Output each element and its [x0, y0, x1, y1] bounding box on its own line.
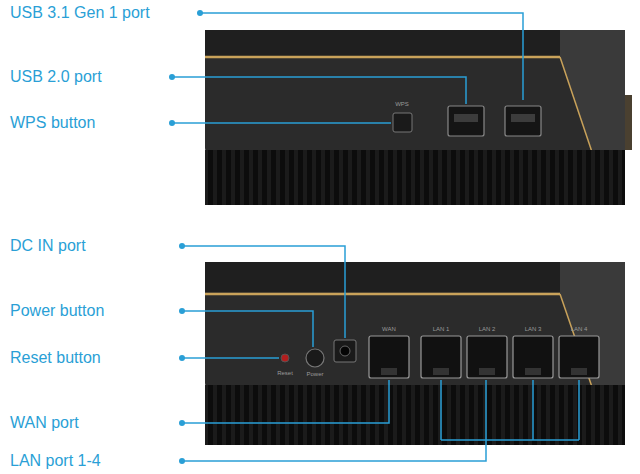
- callout-label: WPS button: [10, 114, 95, 132]
- cooling-fins: [205, 150, 625, 205]
- leader-dot: [179, 458, 185, 464]
- usb-port: [505, 106, 541, 136]
- wan-port: [369, 336, 409, 378]
- leader-dot: [179, 420, 185, 426]
- device-marking: WAN: [382, 326, 396, 333]
- port-clip: [433, 368, 449, 375]
- device-marking: WPS: [395, 101, 409, 108]
- callout-label: Power button: [10, 302, 104, 320]
- lan-port: [513, 336, 553, 378]
- lan-port: [467, 336, 507, 378]
- router-top-face: [205, 262, 565, 292]
- leader-lines: [172, 13, 579, 461]
- gold-stripe: [560, 57, 592, 152]
- callout-label: Reset button: [10, 349, 101, 367]
- callout-label: DC IN port: [10, 237, 86, 255]
- router-top-face: [205, 30, 565, 56]
- leader-dots: [169, 10, 203, 464]
- device-marking: Power: [306, 371, 323, 378]
- power-button: [306, 349, 324, 367]
- leader-line: [200, 13, 523, 100]
- usb-port: [448, 106, 484, 136]
- gold-stripe: [205, 293, 560, 296]
- device-marking: LAN 1: [433, 326, 450, 333]
- port-clip: [381, 368, 397, 375]
- router-facet: [560, 30, 625, 152]
- port-clip: [571, 368, 587, 375]
- callout-label: WAN port: [10, 414, 79, 432]
- leader-dot: [179, 308, 185, 314]
- leader-dot: [169, 74, 175, 80]
- leader-dot: [179, 355, 185, 361]
- lan-port: [421, 336, 461, 378]
- device-marking: LAN 4: [571, 326, 588, 333]
- leader-line: [182, 380, 389, 423]
- router-body: [205, 30, 625, 152]
- callout-label: LAN port 1-4: [10, 452, 101, 470]
- router-body: [205, 262, 625, 387]
- leader-line: [172, 77, 466, 104]
- wps-button: [393, 113, 412, 132]
- port-clip: [525, 368, 541, 375]
- device-marking: LAN 3: [525, 326, 542, 333]
- dc-in-port: [334, 340, 356, 362]
- leader-line: [441, 439, 579, 441]
- leader-dot: [179, 243, 185, 249]
- leader-line: [441, 380, 579, 440]
- router-rear-view: [205, 262, 625, 445]
- leader-line: [172, 122, 391, 124]
- callout-label: USB 2.0 port: [10, 68, 102, 86]
- antenna-connector: [625, 95, 632, 150]
- router-top-view: [205, 30, 632, 205]
- usb-port-tongue: [454, 114, 478, 122]
- leader-line: [182, 357, 279, 359]
- leader-line: [182, 440, 486, 461]
- lan-port: [559, 336, 599, 378]
- callout-label: USB 3.1 Gen 1 port: [10, 4, 150, 22]
- router-facet: [560, 262, 625, 387]
- leader-dot: [197, 10, 203, 16]
- cooling-fins: [205, 385, 625, 445]
- leader-dot: [169, 120, 175, 126]
- device-marking: LAN 2: [479, 326, 496, 333]
- dc-in-socket: [340, 346, 350, 356]
- usb-port-tongue: [511, 114, 535, 122]
- reset-button: [281, 354, 289, 362]
- gold-stripe: [205, 56, 560, 59]
- leader-line: [182, 311, 313, 347]
- leader-line: [182, 246, 345, 338]
- device-marking: Reset: [277, 370, 293, 377]
- port-clip: [479, 368, 495, 375]
